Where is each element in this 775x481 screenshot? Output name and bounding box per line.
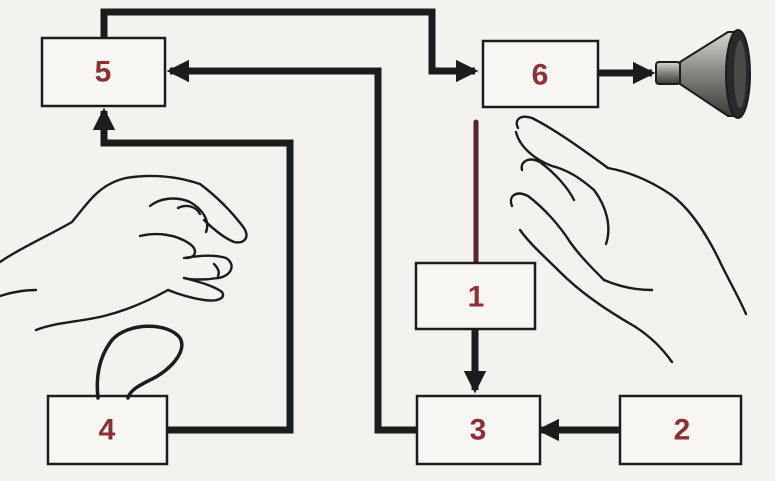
wire-loop-icon [95,324,184,400]
box-5: 5 [40,36,167,108]
box-4-label: 4 [99,414,116,447]
left-hand-icon [0,174,248,332]
loudspeaker-icon [655,29,751,119]
box-4-rect [46,394,169,466]
box-3-rect [415,394,542,466]
box-6-label: 6 [532,59,549,92]
box-5-rect [40,36,167,108]
box-2-label: 2 [674,414,691,447]
connector-3-to-5 [166,59,418,434]
box-2: 2 [618,394,743,466]
connector-5-to-6 [100,8,479,83]
box-1-label: 1 [468,281,485,314]
connector-4-to-5 [92,107,294,434]
box-3: 3 [415,394,542,466]
box-1-rect [414,261,537,331]
box-1: 1 [414,261,537,331]
box-6-rect [481,39,600,109]
connectors [92,8,656,442]
right-hand-icon [509,115,748,364]
box-4: 4 [46,394,169,466]
box-6: 6 [481,39,600,109]
box-3-label: 3 [470,414,487,447]
box-5-label: 5 [95,56,112,89]
box-2-rect [618,394,743,466]
